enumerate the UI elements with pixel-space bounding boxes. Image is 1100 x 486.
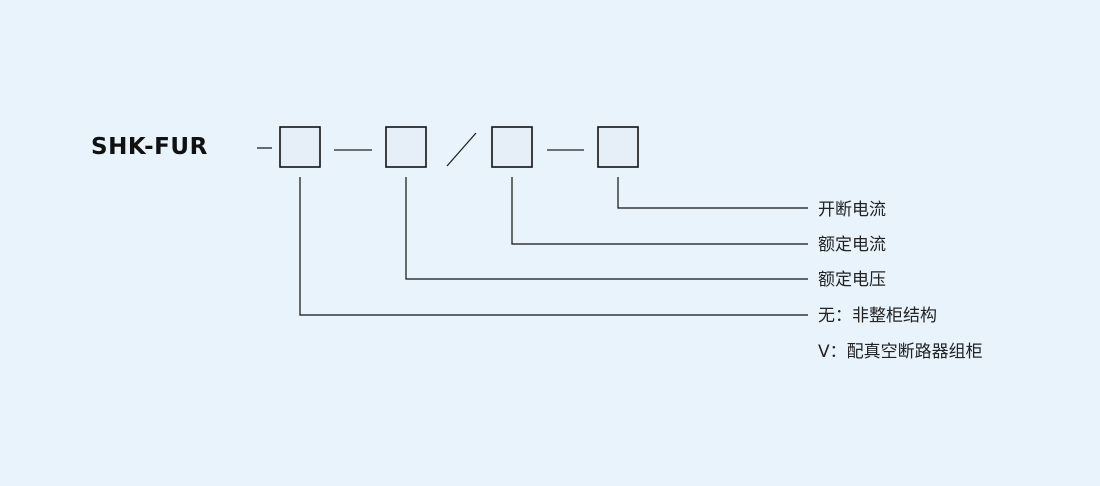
- code-box-2: [385, 126, 427, 168]
- label-rated-voltage: 额定电压: [818, 270, 886, 290]
- leader-line-2: [405, 177, 808, 280]
- label-structure-none: 无：非整柜结构: [818, 306, 937, 326]
- label-rated-current: 额定电流: [818, 235, 886, 255]
- leader-line-4: [617, 177, 808, 209]
- code-box-3: [491, 126, 533, 168]
- code-box-4: [597, 126, 639, 168]
- leader-line-1: [299, 177, 808, 316]
- leader-line-3: [511, 177, 808, 245]
- label-structure-v: V：配真空断路器组柜: [818, 342, 983, 362]
- slash-separator: [446, 132, 477, 167]
- code-box-1: [279, 126, 321, 168]
- model-code: SHK-FUR: [91, 134, 208, 160]
- label-breaking-current: 开断电流: [818, 200, 886, 220]
